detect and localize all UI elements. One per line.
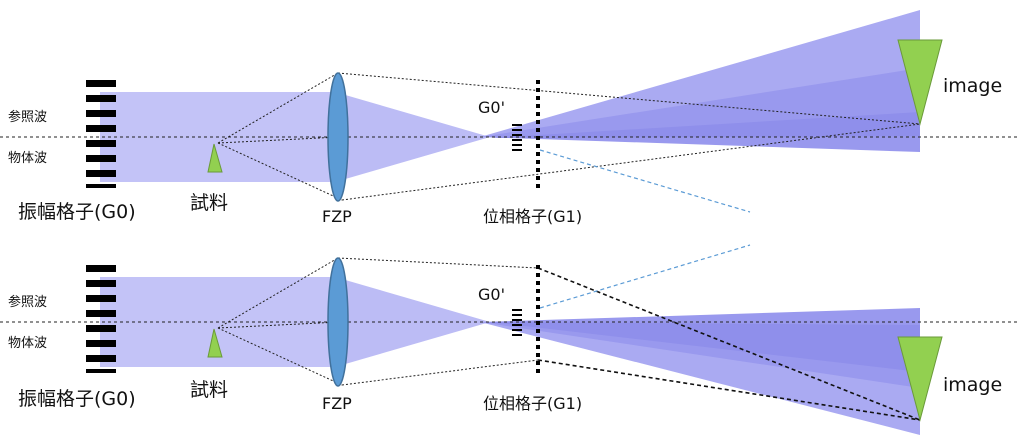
fzp-lens: [327, 257, 349, 387]
amplitude-grating-g0: [86, 80, 116, 188]
amplitude-grating-g0: [86, 265, 116, 373]
fzp-label: FZP: [322, 207, 352, 226]
sample-triangle: [207, 328, 223, 358]
dashed-light-ray: [539, 149, 751, 213]
reference-wave-label: 参照波: [8, 109, 47, 125]
bottom-panel: 参照波 物体波 振幅格子(G0) 試料 FZP G0' 位相格子(G1) ima…: [0, 244, 1020, 435]
imaging-rays: [217, 257, 539, 386]
fzp-lens: [327, 72, 349, 202]
image-triangle: [897, 336, 943, 422]
amplitude-grating-label: 振幅格子(G0): [18, 201, 136, 223]
g0-prime-label: G0': [478, 285, 505, 304]
amplitude-grating-label: 振幅格子(G0): [18, 388, 136, 410]
fzp-focusing-cone: [335, 277, 490, 367]
sample-label: 試料: [190, 379, 228, 401]
reference-wave-label: 参照波: [8, 294, 47, 310]
g0-prime-grating: [512, 309, 522, 336]
phase-grating-label: 位相格子(G1): [483, 394, 582, 413]
imaging-rays: [217, 72, 921, 201]
object-wave-label: 物体波: [8, 151, 47, 166]
fzp-focusing-cone: [335, 92, 490, 182]
image-triangle: [897, 39, 943, 126]
dashed-light-ray: [539, 244, 751, 309]
sample-triangle: [207, 143, 223, 173]
image-label: image: [943, 374, 1002, 396]
sample-label: 試料: [190, 192, 228, 214]
phase-grating-label: 位相格子(G1): [483, 207, 582, 226]
diverging-beam-core: [490, 112, 920, 138]
shifted-rays: [537, 267, 921, 421]
diverging-beam-core: [490, 322, 920, 372]
object-wave-label: 物体波: [8, 336, 47, 351]
image-label: image: [943, 75, 1002, 97]
g0-prime-label: G0': [478, 98, 505, 117]
top-panel: 参照波 物体波 振幅格子(G0) 試料 FZP G0' 位相格子(G1) ima…: [0, 10, 1020, 226]
fzp-label: FZP: [322, 394, 352, 413]
g0-prime-grating: [512, 124, 522, 151]
